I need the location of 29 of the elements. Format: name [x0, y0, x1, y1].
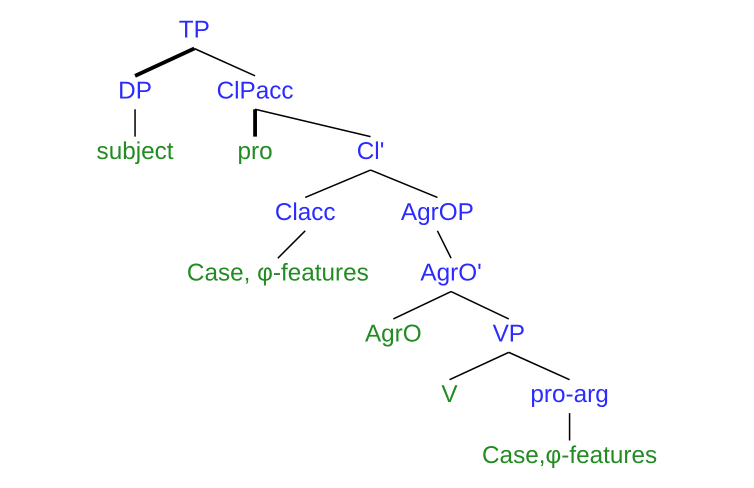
node-text: pro — [238, 138, 273, 165]
connector — [568, 412, 570, 440]
node-text: AgrO' — [420, 259, 482, 286]
connector — [449, 351, 510, 380]
connector — [370, 168, 438, 198]
node-text: TP — [178, 16, 210, 44]
node-text: subject — [96, 138, 174, 165]
connector — [277, 230, 306, 258]
node-text: V — [441, 380, 458, 408]
connector — [194, 47, 256, 76]
connector — [450, 290, 510, 320]
node-text: AgrO — [364, 320, 422, 347]
node-text: ClPacc — [216, 76, 294, 104]
connector — [134, 46, 196, 78]
node-text: AgrOP — [400, 198, 474, 226]
node-text: DP — [118, 76, 152, 104]
connector — [304, 168, 371, 198]
node-text: Case, φ-features — [186, 259, 369, 286]
connector — [134, 108, 136, 136]
node-text: Cl' — [356, 138, 384, 165]
node-text: Case,φ-features — [482, 441, 658, 468]
connector — [508, 351, 570, 380]
connector — [253, 108, 257, 136]
connector — [393, 290, 452, 320]
node-text: pro-arg — [530, 380, 609, 408]
node-text: Clacc — [274, 198, 336, 226]
connector — [254, 108, 371, 137]
node-text: VP — [492, 320, 526, 347]
connector — [436, 230, 452, 258]
